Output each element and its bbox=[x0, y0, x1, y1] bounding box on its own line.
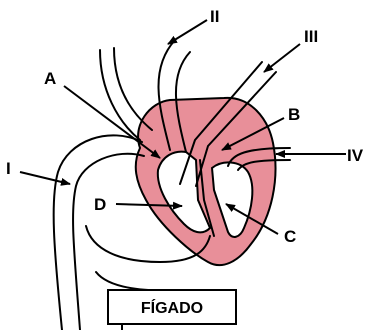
label-ii: II bbox=[210, 7, 219, 26]
label-iii: III bbox=[304, 27, 318, 46]
arrow-ii bbox=[168, 20, 207, 44]
label-a: A bbox=[44, 69, 56, 88]
heart-outer-wall bbox=[136, 98, 276, 265]
liver-label: FÍGADO bbox=[141, 298, 203, 317]
arrow-iii bbox=[264, 44, 300, 72]
vessel-upper-left bbox=[100, 50, 140, 140]
lower-loop-inner bbox=[96, 272, 188, 291]
label-c: C bbox=[284, 227, 296, 246]
label-d: D bbox=[94, 195, 106, 214]
label-iv: IV bbox=[347, 146, 364, 165]
label-b: B bbox=[288, 105, 300, 124]
label-i: I bbox=[6, 159, 11, 178]
arrow-i bbox=[20, 172, 70, 184]
